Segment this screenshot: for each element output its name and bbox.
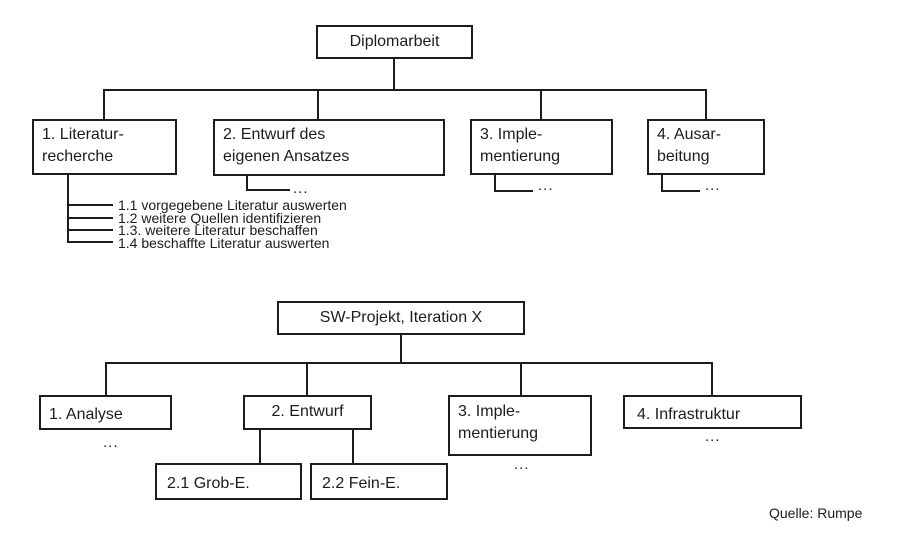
- tree1-task3-box: 3. Imple- mentierung: [470, 119, 613, 175]
- tree2-task4-box: 4. Infrastruktur: [623, 395, 802, 429]
- tree2-task1-ellipsis: ...: [103, 434, 119, 451]
- tree2-task3-ellipsis: ...: [514, 456, 530, 473]
- tree1-subtask-item: 1.1 vorgegebene Literatur auswerten: [118, 197, 347, 213]
- tree1-connectors: [67, 58, 707, 243]
- tree1-task2-box: 2. Entwurf des eigenen Ansatzes: [213, 119, 445, 176]
- tree2-task1-box: 1. Analyse: [39, 395, 172, 430]
- tree1-subtask-item: 1.2 weitere Quellen identifizieren: [118, 209, 322, 226]
- tree2-task4-ellipsis: ...: [705, 428, 721, 445]
- tree1-task4-box: 4. Ausar- beitung: [647, 119, 765, 175]
- tree1-task4-ellipsis: ...: [705, 177, 721, 194]
- tree2-root-box: SW-Projekt, Iteration X: [277, 301, 525, 335]
- source-caption: Quelle: Rumpe: [769, 505, 863, 521]
- tree2-task3-box: 3. Imple- mentierung: [448, 395, 592, 456]
- tree1-root-box: Diplomarbeit: [316, 25, 473, 59]
- tree1-subtask-list: 1.1 vorgegebene Literatur auswerten 1.2 …: [118, 197, 347, 251]
- tree2-task2-sub1-box: 2.1 Grob-E.: [155, 463, 302, 500]
- tree2-connectors: [105, 335, 713, 463]
- tree1-task1-box: 1. Literatur- recherche: [32, 119, 177, 175]
- tree2-task2-sub2-box: 2.2 Fein-E.: [310, 463, 448, 500]
- tree1-subtask-item: 1.4 beschaffte Literatur auswerten: [118, 234, 330, 251]
- tree1-task2-ellipsis: ...: [293, 180, 309, 197]
- tree1-subtask-item: 1.3. weitere Literatur beschaffen: [118, 222, 318, 238]
- tree2-task2-box: 2. Entwurf: [243, 395, 372, 430]
- tree1-task3-ellipsis: ...: [538, 177, 554, 194]
